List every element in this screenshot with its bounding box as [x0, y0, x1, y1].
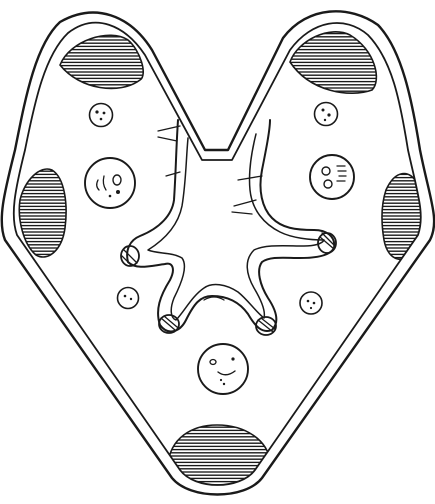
circle-cell-right-large [310, 155, 354, 199]
hatched-pad-bottom [168, 425, 270, 492]
hatched-pad-right [382, 174, 422, 260]
circle-cell-bottom-large [198, 344, 248, 394]
circle-cell-upper-left-small [90, 104, 113, 127]
central-star-body [121, 120, 336, 335]
arm-tip-lower-right [256, 317, 276, 335]
circle-cell-right-lower-small [300, 292, 322, 314]
circle-cell-upper-right-small [315, 103, 338, 126]
circle-cell-left-large [85, 158, 135, 208]
hatched-pad-upper-right [290, 32, 376, 93]
hatched-pad-upper-left [60, 35, 143, 88]
circle-cell-left-lower-small [118, 288, 139, 309]
hatched-pad-left [19, 169, 66, 257]
arm-tip-lower-left [159, 315, 179, 333]
